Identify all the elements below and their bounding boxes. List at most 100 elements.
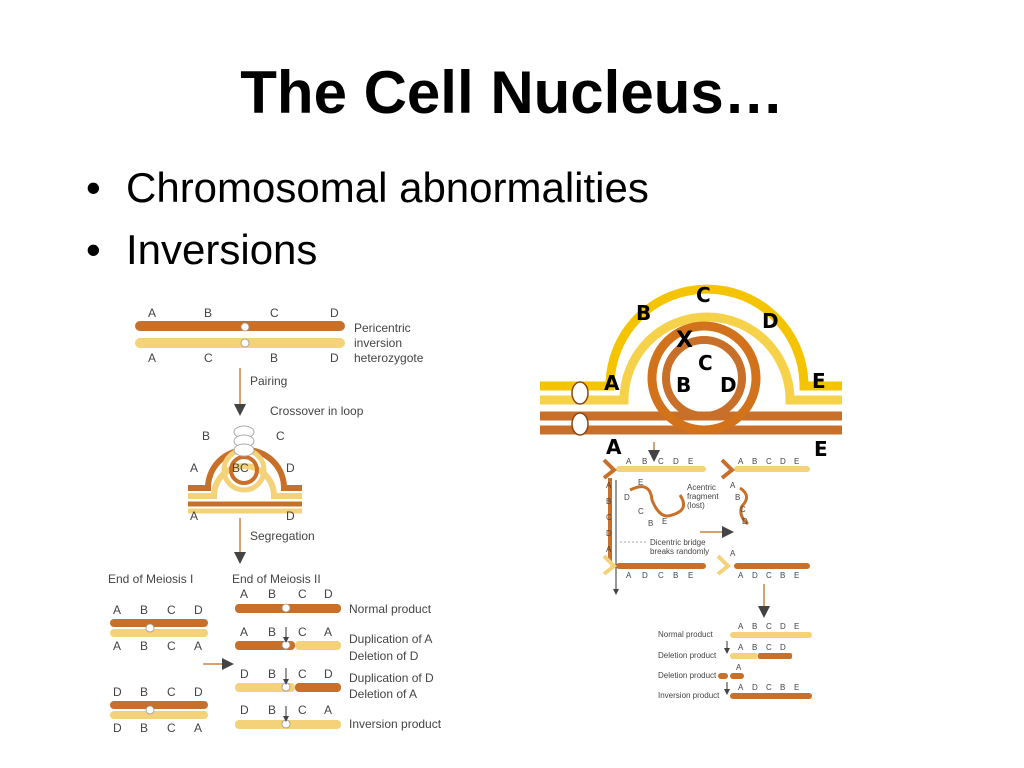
paracentric-loop bbox=[540, 284, 842, 436]
letter: C bbox=[696, 283, 711, 307]
letter: D bbox=[752, 683, 758, 692]
letter: B bbox=[636, 301, 651, 325]
letter: D bbox=[324, 667, 333, 681]
letter: D bbox=[113, 685, 122, 699]
bullet-item: •Inversions bbox=[86, 226, 318, 273]
letter: B bbox=[752, 622, 757, 631]
letter: B bbox=[673, 571, 678, 580]
letter: C bbox=[638, 507, 644, 516]
bullet-text: Chromosomal abnormalities bbox=[126, 164, 649, 211]
centromere bbox=[571, 381, 589, 405]
letter: A bbox=[730, 481, 736, 490]
letter: B bbox=[648, 519, 653, 528]
letter: B bbox=[140, 603, 148, 617]
letter: C bbox=[766, 457, 772, 466]
product-label: Inversion product bbox=[658, 691, 720, 700]
letter: A bbox=[240, 587, 248, 601]
end-meiosis-1: End of Meiosis I bbox=[108, 572, 193, 586]
letter: E bbox=[794, 571, 799, 580]
letter: C bbox=[298, 625, 307, 639]
letter: D bbox=[780, 457, 786, 466]
step-pairing: Pairing bbox=[250, 374, 287, 388]
left-inversion-figure: A B C D A C B D Pericentric inversion he… bbox=[108, 306, 442, 735]
product-label: Deletion product bbox=[658, 651, 717, 660]
letter: C bbox=[698, 351, 713, 375]
letter: B bbox=[202, 429, 210, 443]
letter: E bbox=[638, 478, 643, 487]
product-label: Deletion of A bbox=[349, 687, 417, 701]
letter: A bbox=[190, 461, 198, 475]
product-label: Duplication of D bbox=[349, 671, 434, 685]
letter: B bbox=[780, 683, 785, 692]
letter: BC bbox=[232, 461, 249, 475]
letter: A bbox=[606, 545, 612, 554]
letter: D bbox=[673, 457, 679, 466]
letter: E bbox=[688, 457, 693, 466]
letter: B bbox=[606, 497, 611, 506]
step-crossover: Crossover in loop bbox=[270, 404, 364, 418]
letter: D bbox=[762, 309, 779, 333]
letter: A bbox=[324, 625, 332, 639]
slide-title: The Cell Nucleus… bbox=[240, 59, 784, 126]
letter: B bbox=[780, 571, 785, 580]
letter: D bbox=[330, 351, 339, 365]
letter: D bbox=[113, 721, 122, 735]
dicentric-label: Dicentric bridge bbox=[650, 538, 706, 547]
letter: B bbox=[735, 493, 740, 502]
letter: C bbox=[167, 685, 176, 699]
acentric-label: Acentric bbox=[687, 483, 716, 492]
letter: D bbox=[780, 622, 786, 631]
step-segregation: Segregation bbox=[250, 529, 315, 543]
letter: B bbox=[268, 667, 276, 681]
product-label: Normal product bbox=[658, 630, 713, 639]
letter: D bbox=[240, 667, 249, 681]
acentric-label: fragment bbox=[687, 492, 719, 501]
dicentric-label: breaks randomly bbox=[650, 547, 709, 556]
letter: A bbox=[194, 721, 202, 735]
letter: B bbox=[642, 457, 647, 466]
letter: E bbox=[812, 369, 826, 393]
product-label: Inversion product bbox=[349, 717, 442, 731]
letter: E bbox=[814, 437, 828, 461]
heterozygote-label: inversion bbox=[354, 336, 402, 350]
letter: C bbox=[658, 457, 664, 466]
letter: A bbox=[148, 306, 156, 320]
letter: A bbox=[113, 603, 121, 617]
letter: A bbox=[606, 481, 612, 490]
letter: B bbox=[270, 351, 278, 365]
letter: A bbox=[626, 571, 632, 580]
letter: A bbox=[738, 457, 744, 466]
letter: C bbox=[276, 429, 285, 443]
letter: C bbox=[298, 667, 307, 681]
letter: B bbox=[752, 457, 757, 466]
letter: D bbox=[194, 685, 203, 699]
letter: B bbox=[268, 703, 276, 717]
letter: D bbox=[624, 493, 630, 502]
end-meiosis-2: End of Meiosis II bbox=[232, 572, 321, 586]
letter: A bbox=[738, 622, 744, 631]
letter: C bbox=[167, 639, 176, 653]
heterozygote-label: heterozygote bbox=[354, 351, 424, 365]
letter: B bbox=[140, 685, 148, 699]
letter: D bbox=[720, 373, 737, 397]
letter: B bbox=[268, 587, 276, 601]
crossover-mark: X bbox=[676, 328, 693, 353]
letter: D bbox=[742, 517, 748, 526]
letter: A bbox=[606, 435, 622, 459]
letter: A bbox=[730, 549, 736, 558]
meiosis1-chromosomes bbox=[110, 619, 208, 719]
letter: C bbox=[766, 683, 772, 692]
product-label: Deletion of D bbox=[349, 649, 419, 663]
letter: D bbox=[286, 509, 295, 523]
letter: D bbox=[330, 306, 339, 320]
letter: B bbox=[268, 625, 276, 639]
letter: D bbox=[606, 529, 612, 538]
letter: A bbox=[148, 351, 156, 365]
letter: C bbox=[766, 643, 772, 652]
letter: E bbox=[794, 683, 799, 692]
letter: D bbox=[780, 643, 786, 652]
product-label: Duplication of A bbox=[349, 632, 432, 646]
letter: B bbox=[676, 373, 691, 397]
heterozygote-label: Pericentric bbox=[354, 321, 411, 335]
letter: A bbox=[190, 509, 198, 523]
